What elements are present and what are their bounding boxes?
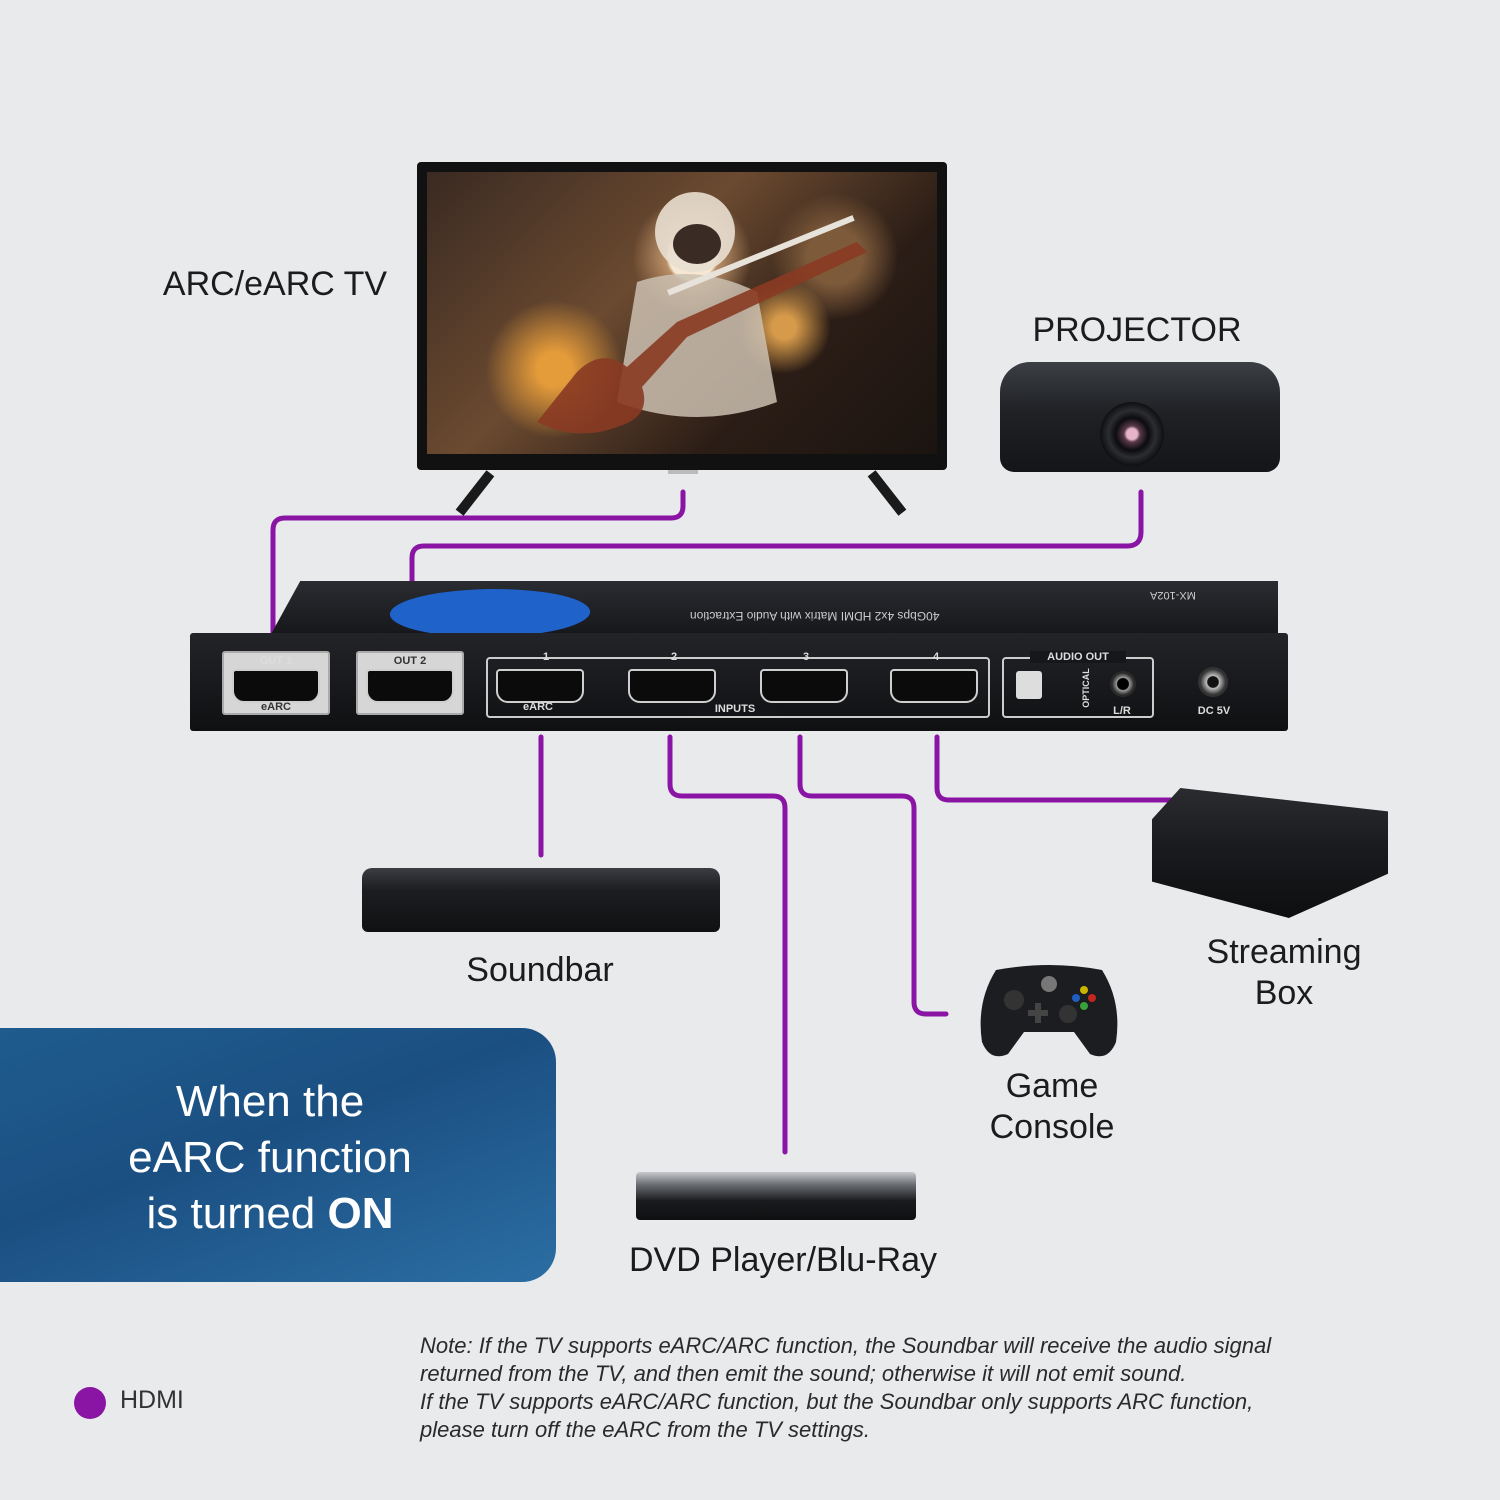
projector-lens <box>1100 402 1164 466</box>
soundbar-image <box>362 868 720 932</box>
wire-in4-stream <box>934 734 1187 803</box>
note-line4: please turn off the eARC from the TV set… <box>420 1417 870 1442</box>
panel-line1: When the <box>175 1077 365 1126</box>
hdmi-legend-label: HDMI <box>120 1386 184 1414</box>
dvd-label: DVD Player/Blu-Ray <box>629 1241 937 1279</box>
inputs-frame <box>486 657 990 718</box>
dc-power-jack <box>1198 667 1228 697</box>
panel-line3-bold: ON <box>327 1189 394 1238</box>
hdmi-matrix-unit: 40Gbps 4x2 HDMI Matrix with Audio Extrac… <box>190 581 1288 731</box>
projector-image <box>1000 362 1280 472</box>
note-line3: If the TV supports eARC/ARC function, bu… <box>420 1389 1254 1414</box>
tv-image <box>417 162 947 470</box>
optical-label: OPTICAL <box>1081 668 1091 708</box>
unit-top-text: 40Gbps 4x2 HDMI Matrix with Audio Extrac… <box>690 609 940 623</box>
input1-hdmi-port <box>496 669 584 703</box>
lr-audio-jack <box>1110 671 1136 697</box>
dvd-player-image <box>636 1172 916 1220</box>
out1-hdmi-port <box>232 669 320 703</box>
earc-status-panel <box>0 1028 556 1282</box>
unit-top-panel: 40Gbps 4x2 HDMI Matrix with Audio Extrac… <box>270 581 1278 636</box>
stream-label-line2: Box <box>1254 974 1314 1012</box>
tv-indicator <box>668 470 698 474</box>
note-text: Note: If the TV supports eARC/ARC functi… <box>420 1332 1480 1444</box>
optical-port <box>1016 671 1042 699</box>
soundbar-label: Soundbar <box>466 951 614 989</box>
tv-screen <box>427 172 937 454</box>
panel-line3: is turned ON <box>0 1186 540 1242</box>
unit-front-panel: OUT 1 eARC OUT 2 1 eARC 2 3 4 INPUTS AUD… <box>190 633 1288 731</box>
input2-number: 2 <box>670 651 678 663</box>
input3-hdmi-port <box>760 669 848 703</box>
input4-hdmi-port <box>890 669 978 703</box>
console-label-line1: Game <box>1005 1067 1099 1105</box>
panel-line3-prefix: is turned <box>146 1189 328 1238</box>
wire-in3-console <box>797 734 949 1017</box>
projector-label: PROJECTOR <box>1032 311 1242 349</box>
console-label-line2: Console <box>989 1108 1115 1146</box>
unit-model-text: MX-102A <box>1150 589 1196 601</box>
hdmi-legend-dot <box>74 1387 106 1419</box>
panel-line2: eARC function <box>128 1133 412 1182</box>
input1-sub-label: eARC <box>523 701 553 713</box>
inputs-label: INPUTS <box>690 703 780 715</box>
out2-hdmi-port <box>366 669 454 703</box>
note-line1: Note: If the TV supports eARC/ARC functi… <box>420 1333 1272 1358</box>
lr-label: L/R <box>1113 705 1131 717</box>
astronaut-guitar-art <box>537 192 867 434</box>
wire-in2-dvd <box>667 734 788 1155</box>
input1-number: 1 <box>542 651 550 663</box>
input4-number: 4 <box>932 651 940 663</box>
out1-sub-label: eARC <box>261 701 291 713</box>
game-controller-icon <box>980 965 1118 1057</box>
note-line2: returned from the TV, and then emit the … <box>420 1361 1187 1386</box>
input3-number: 3 <box>802 651 810 663</box>
wire-tv-out1 <box>270 489 686 660</box>
earc-status-text: When the eARC function is turned ON <box>0 1074 540 1242</box>
out2-port-box: OUT 2 <box>356 651 464 715</box>
dc-label: DC 5V <box>1197 705 1231 717</box>
out1-label: OUT 1 <box>259 655 293 667</box>
input2-hdmi-port <box>628 669 716 703</box>
out1-port-box: OUT 1 eARC <box>222 651 330 715</box>
audio-out-label: AUDIO OUT <box>1030 651 1126 663</box>
brand-logo-swoosh <box>384 589 596 636</box>
stream-label-line1: Streaming <box>1206 933 1362 971</box>
out2-label: OUT 2 <box>393 655 427 667</box>
tv-label: ARC/eARC TV <box>162 265 388 303</box>
wire-projector-out2 <box>409 489 1144 660</box>
